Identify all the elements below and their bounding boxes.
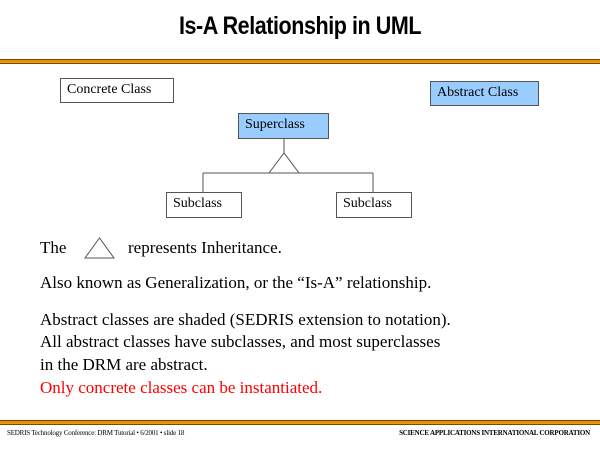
legend-abstract-class: Abstract Class [430, 81, 539, 106]
inheritance-triangle-icon [268, 152, 300, 174]
legend-concrete-class: Concrete Class [60, 78, 174, 103]
superclass-box: Superclass [238, 113, 329, 139]
body-line-5: in the DRM are abstract. [40, 355, 208, 374]
subclass-box-left: Subclass [166, 192, 242, 218]
body-line-2: Also known as Generalization, or the “Is… [40, 273, 432, 292]
body-line-3: Abstract classes are shaded (SEDRIS exte… [40, 310, 451, 329]
inheritance-triangle-icon [84, 237, 115, 259]
body-line-4: All abstract classes have subclasses, an… [40, 332, 441, 351]
body-line-1-suffix: represents Inheritance. [128, 238, 282, 257]
slide-title: Is-A Relationship in UML [178, 12, 422, 40]
body-line-6-highlight: Only concrete classes can be instantiate… [40, 378, 323, 397]
title-divider [0, 59, 600, 64]
body-line-1-prefix: The [40, 238, 67, 257]
footer-company: SCIENCE APPLICATIONS INTERNATIONAL CORPO… [399, 429, 590, 437]
footer-conference-info: SEDRIS Technology Conference: DRM Tutori… [7, 429, 185, 437]
subclass-box-right: Subclass [336, 192, 412, 218]
footer-divider [0, 420, 600, 425]
